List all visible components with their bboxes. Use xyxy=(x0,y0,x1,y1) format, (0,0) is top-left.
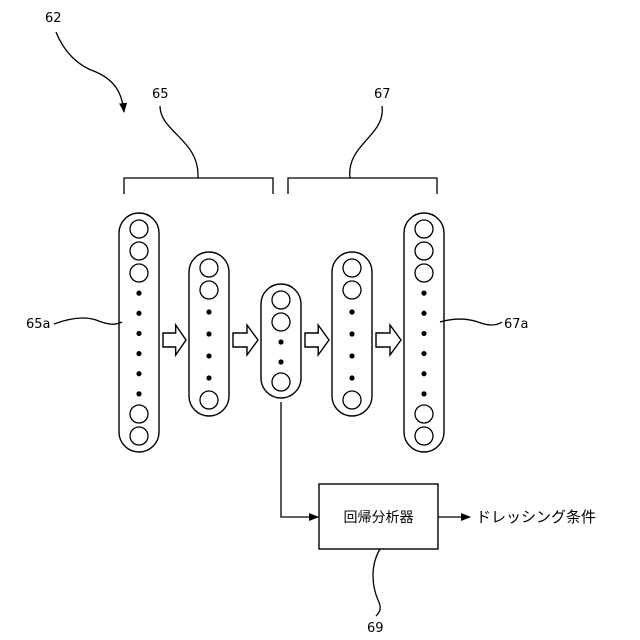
ellipsis-dot xyxy=(421,291,426,296)
ellipsis-dot xyxy=(421,311,426,316)
node-circle xyxy=(130,427,148,445)
ref-label-69: 69 xyxy=(367,621,384,636)
ellipsis-dot xyxy=(206,353,211,358)
ellipsis-dot xyxy=(421,391,426,396)
decoder-leader-line xyxy=(350,106,383,178)
hidden-layer-2 xyxy=(332,252,372,416)
ellipsis-dot xyxy=(206,375,211,380)
ref-arrow-62 xyxy=(56,32,124,112)
latent-layer xyxy=(261,284,301,398)
ellipsis-dot xyxy=(349,375,354,380)
output-label: ドレッシング条件 xyxy=(476,508,596,526)
ellipsis-dot xyxy=(136,371,141,376)
node-circle xyxy=(272,291,290,309)
ellipsis-dot xyxy=(278,339,283,344)
node-circle xyxy=(415,427,433,445)
ref-label-67: 67 xyxy=(374,87,391,102)
ellipsis-dot xyxy=(421,351,426,356)
node-circle xyxy=(415,264,433,282)
ellipsis-dot xyxy=(206,331,211,336)
ref-label-62: 62 xyxy=(45,11,62,26)
ellipsis-dot xyxy=(136,351,141,356)
ellipsis-dot xyxy=(421,331,426,336)
node-circle xyxy=(130,264,148,282)
regressor-leader-line xyxy=(373,549,380,616)
ellipsis-dot xyxy=(349,353,354,358)
node-circle xyxy=(272,373,290,391)
node-circle xyxy=(415,242,433,260)
ref-label-67a: 67a xyxy=(504,317,529,332)
ellipsis-dot xyxy=(136,331,141,336)
ref-label-65a: 65a xyxy=(26,317,51,332)
ellipsis-dot xyxy=(136,311,141,316)
output-leader-line xyxy=(440,319,502,325)
node-circle xyxy=(200,259,218,277)
ellipsis-dot xyxy=(278,359,283,364)
regressor-label: 回帰分析器 xyxy=(344,509,414,526)
ellipsis-dot xyxy=(206,309,211,314)
ellipsis-dot xyxy=(349,331,354,336)
input-layer xyxy=(119,213,159,452)
node-circle xyxy=(343,391,361,409)
ellipsis-dot xyxy=(421,371,426,376)
node-circle xyxy=(343,259,361,277)
ellipsis-dot xyxy=(349,309,354,314)
block-arrow-icon xyxy=(233,325,258,355)
ellipsis-dot xyxy=(136,391,141,396)
output-layer xyxy=(404,213,444,452)
latent-to-regressor-arrow xyxy=(281,402,318,517)
encoder-bracket xyxy=(124,178,273,194)
node-circle xyxy=(272,313,290,331)
encoder-leader-line xyxy=(160,106,198,178)
node-circle xyxy=(343,281,361,299)
node-circle xyxy=(415,405,433,423)
node-circle xyxy=(130,242,148,260)
node-circle xyxy=(200,391,218,409)
node-circle xyxy=(200,281,218,299)
node-circle xyxy=(130,405,148,423)
hidden-layer-1 xyxy=(189,252,229,416)
node-circle xyxy=(415,220,433,238)
ref-label-65: 65 xyxy=(152,87,169,102)
decoder-bracket xyxy=(288,178,437,194)
block-arrow-icon xyxy=(305,325,329,355)
block-arrow-icon xyxy=(376,325,401,355)
node-circle xyxy=(130,220,148,238)
block-arrow-icon xyxy=(163,325,186,355)
input-leader-line xyxy=(54,318,122,324)
ellipsis-dot xyxy=(136,291,141,296)
